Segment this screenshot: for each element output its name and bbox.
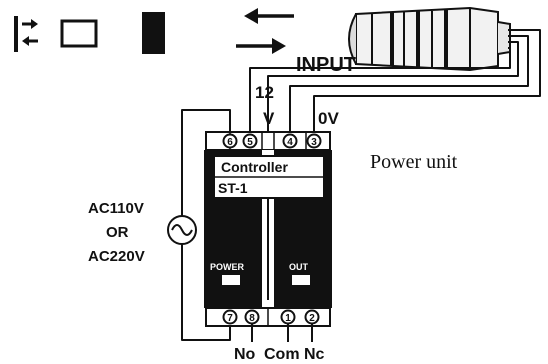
ac-supply-wires (181, 109, 231, 341)
controller-model: ST-1 (218, 180, 248, 196)
pin-number: 2 (309, 313, 315, 324)
terminal-pin (282, 133, 298, 149)
pin-number: 6 (227, 137, 233, 148)
pin-number: 1 (285, 313, 291, 324)
or-label: OR (106, 224, 129, 241)
input-label: INPUT (296, 54, 356, 76)
obstacle-block-icon (142, 12, 165, 54)
pin-number: 7 (227, 313, 233, 324)
bottom-terminal-pins: 7 8 1 2 (222, 309, 320, 325)
out-led-label: OUT (289, 262, 309, 272)
terminal-pin (222, 133, 238, 149)
terminal-pin (242, 133, 258, 149)
pin-number: 8 (249, 313, 255, 324)
controller-title: Controller (221, 159, 288, 175)
emitter-receiver-icon (14, 16, 98, 52)
bidirectional-arrows-icon (236, 8, 294, 54)
pin-number: 5 (247, 137, 253, 148)
controller-unit (204, 131, 332, 327)
ac220-label: AC220V (88, 248, 145, 265)
terminal-pin (306, 133, 322, 149)
sensor-cable-wires (249, 29, 541, 138)
pin-number: 3 (311, 137, 317, 148)
nc-output-label: Nc (304, 346, 325, 363)
ac110-label: AC110V (88, 200, 144, 217)
pin-number: 4 (287, 137, 293, 148)
ac-sine-source-icon (167, 215, 197, 245)
output-leads (251, 324, 313, 342)
terminal-pin (244, 309, 260, 325)
com-output-label: Com (264, 346, 300, 363)
supply-v-label: V (263, 109, 275, 128)
top-terminal-pins: 6 5 4 3 (222, 133, 322, 149)
zero-volt-label: 0V (318, 109, 339, 128)
terminal-pin (280, 309, 296, 325)
power-led-label: POWER (210, 262, 245, 272)
cylindrical-sensor-icon (348, 6, 511, 72)
power-unit-label: Power unit (370, 151, 458, 173)
terminal-pin (222, 309, 238, 325)
no-output-label: No (234, 346, 256, 363)
terminal-pin (304, 309, 320, 325)
supply-12-label: 12 (255, 83, 274, 102)
